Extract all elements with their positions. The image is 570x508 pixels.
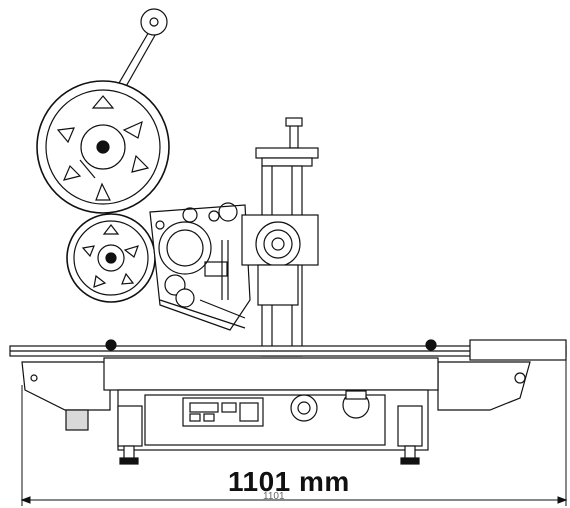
- dimension-label: 1101 mm: [228, 466, 350, 497]
- lower-reel: [66, 213, 156, 303]
- vertical-column: [241, 117, 319, 357]
- dimension-small-label: 1101: [263, 491, 285, 502]
- control-panel: [182, 390, 370, 427]
- machine-legs: [105, 339, 437, 465]
- machine-frame: [21, 357, 531, 451]
- conveyor-rail: [9, 339, 567, 361]
- dimension-line: [20, 360, 568, 506]
- upper-reel: [36, 80, 170, 214]
- label-head-plate: [149, 202, 251, 331]
